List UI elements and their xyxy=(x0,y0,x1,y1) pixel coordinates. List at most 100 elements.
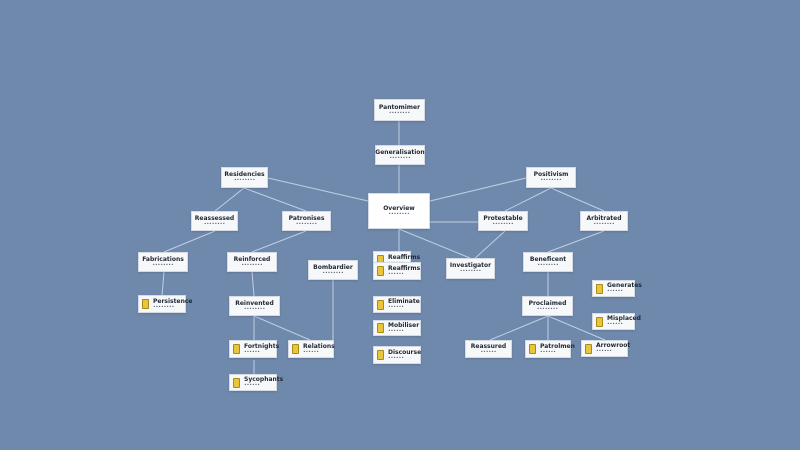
node-left[interactable]: Fabrications •••••••• xyxy=(138,252,188,272)
node-title: Bombardier xyxy=(313,263,353,271)
node-doc[interactable]: Sycophants•••••• xyxy=(229,374,283,391)
edge xyxy=(398,228,471,259)
node-subtitle: •••••••• xyxy=(241,262,263,268)
document-icon xyxy=(233,344,240,354)
node-title: Reassured xyxy=(470,342,507,350)
node-doc[interactable]: Reaffirms•••••• xyxy=(373,262,421,280)
node-subtitle: •••••• xyxy=(607,322,623,327)
edge xyxy=(550,187,605,212)
node-subtitle: •••••• xyxy=(540,349,556,355)
node-title: Patrolmen xyxy=(540,342,575,350)
node-subtitle: •••••••• xyxy=(537,262,559,268)
node-right[interactable]: Protestable •••••••• xyxy=(478,211,528,231)
node-subtitle: •••••••• xyxy=(459,269,482,274)
node-title: Investigator xyxy=(449,262,492,269)
edge xyxy=(267,177,369,202)
edge xyxy=(163,230,216,253)
node-root[interactable]: Overview •••••••• xyxy=(368,193,430,229)
node-title: Arbitrated xyxy=(586,214,622,222)
node-top[interactable]: Pantomimer •••••••• xyxy=(374,99,425,121)
node-title: Mobiliser xyxy=(388,321,420,329)
node-doc[interactable]: Persistence•••••••• xyxy=(138,295,192,313)
node-title: Generates xyxy=(607,282,642,289)
node-subtitle: •••••••• xyxy=(540,178,562,183)
edge xyxy=(214,187,245,212)
node-doc[interactable]: Discourse•••••• xyxy=(373,346,421,364)
node-subtitle: •••••••• xyxy=(492,221,514,227)
node-title: Misplaced xyxy=(607,315,641,322)
edge xyxy=(547,230,605,253)
node-right[interactable]: Beneficent •••••••• xyxy=(523,252,573,272)
node-title: Residencies xyxy=(224,171,265,178)
document-icon xyxy=(596,283,603,294)
node-subtitle: •••••• xyxy=(388,355,404,361)
node-title: Persistence xyxy=(153,297,193,305)
node-right[interactable]: Arbitrated •••••••• xyxy=(580,211,628,231)
node-doc[interactable]: Generates•••••• xyxy=(592,280,642,297)
node-title: Reaffirms xyxy=(388,264,421,272)
node-left-top[interactable]: Residencies •••••••• xyxy=(221,167,268,188)
node-subtitle: •••••• xyxy=(596,349,612,354)
node-subtitle: •••••• xyxy=(607,289,623,294)
node-title: Reassessed xyxy=(194,214,235,222)
document-icon xyxy=(377,350,384,360)
edge xyxy=(243,187,307,212)
node-subtitle: •••••• xyxy=(480,349,497,355)
node-subtitle: •••••• xyxy=(244,349,260,355)
node-title: Patronises xyxy=(288,214,325,222)
node-title: Eliminate xyxy=(388,298,420,305)
node-left[interactable]: Reinforced •••••••• xyxy=(227,252,277,272)
node-doc[interactable]: Eliminate•••••• xyxy=(373,296,421,313)
node-doc[interactable]: Mobiliser•••••• xyxy=(373,320,421,336)
node-subtitle: •••••••• xyxy=(536,306,559,312)
node-subtitle: •••••• xyxy=(244,383,260,388)
document-icon xyxy=(377,266,384,276)
node-subtitle: •••••••• xyxy=(243,306,266,312)
node-title: Overview xyxy=(383,204,415,212)
node-subtitle: •••••••• xyxy=(389,155,411,161)
edge xyxy=(251,230,307,253)
node-title: Fortnights xyxy=(244,342,280,350)
document-icon xyxy=(142,299,149,309)
document-icon xyxy=(377,323,384,333)
node-subtitle: •••••••• xyxy=(203,221,226,227)
edge xyxy=(251,271,255,297)
node-title: Sycophants xyxy=(244,376,284,383)
node-left[interactable]: Bombardier •••••••• xyxy=(308,260,358,280)
node-doc[interactable]: Misplaced•••••• xyxy=(592,313,641,330)
node-subtitle: •••••••• xyxy=(388,211,410,217)
node-subtitle: •••••••• xyxy=(233,178,256,183)
edge xyxy=(489,315,549,341)
document-icon xyxy=(585,343,592,354)
node-right-top[interactable]: Positivism •••••••• xyxy=(526,167,576,188)
document-icon xyxy=(596,316,603,327)
document-icon xyxy=(233,377,240,388)
node-doc[interactable]: Fortnights•••••• xyxy=(229,340,280,358)
node-left[interactable]: Reassessed •••••••• xyxy=(191,211,238,231)
node-doc[interactable]: Arrowroot•••••• xyxy=(581,340,631,357)
node-left[interactable]: Patronises •••••••• xyxy=(282,211,331,231)
node-title: Arrowroot xyxy=(596,342,631,349)
node-subtitle: •••••• xyxy=(388,328,404,334)
node-title: Beneficent xyxy=(529,255,567,263)
node-title: Fabrications xyxy=(142,255,184,263)
node-title: Positivism xyxy=(533,171,569,178)
edge xyxy=(253,315,311,341)
node-title: Relations xyxy=(303,342,335,350)
node-subtitle: •••••••• xyxy=(153,304,175,310)
node-subtitle: •••••••• xyxy=(593,221,615,227)
node-subtitle: •••••••• xyxy=(295,221,318,227)
node-doc[interactable]: Relations•••••• xyxy=(288,340,335,358)
node-right[interactable]: Investigator •••••••• xyxy=(446,258,495,279)
node-title: Reinforced xyxy=(233,255,271,263)
node-second[interactable]: Generalisation •••••••• xyxy=(375,145,425,165)
node-subtitle: •••••••• xyxy=(388,110,411,116)
edge xyxy=(161,271,165,297)
node-doc[interactable]: Patrolmen•••••• xyxy=(525,340,575,358)
node-right[interactable]: Proclaimed •••••••• xyxy=(522,296,573,316)
node-subtitle: •••••• xyxy=(303,349,319,355)
node-title: Pantomimer xyxy=(378,103,421,111)
node-right[interactable]: Reassured •••••• xyxy=(465,340,512,358)
node-left[interactable]: Reinvented •••••••• xyxy=(229,296,280,316)
